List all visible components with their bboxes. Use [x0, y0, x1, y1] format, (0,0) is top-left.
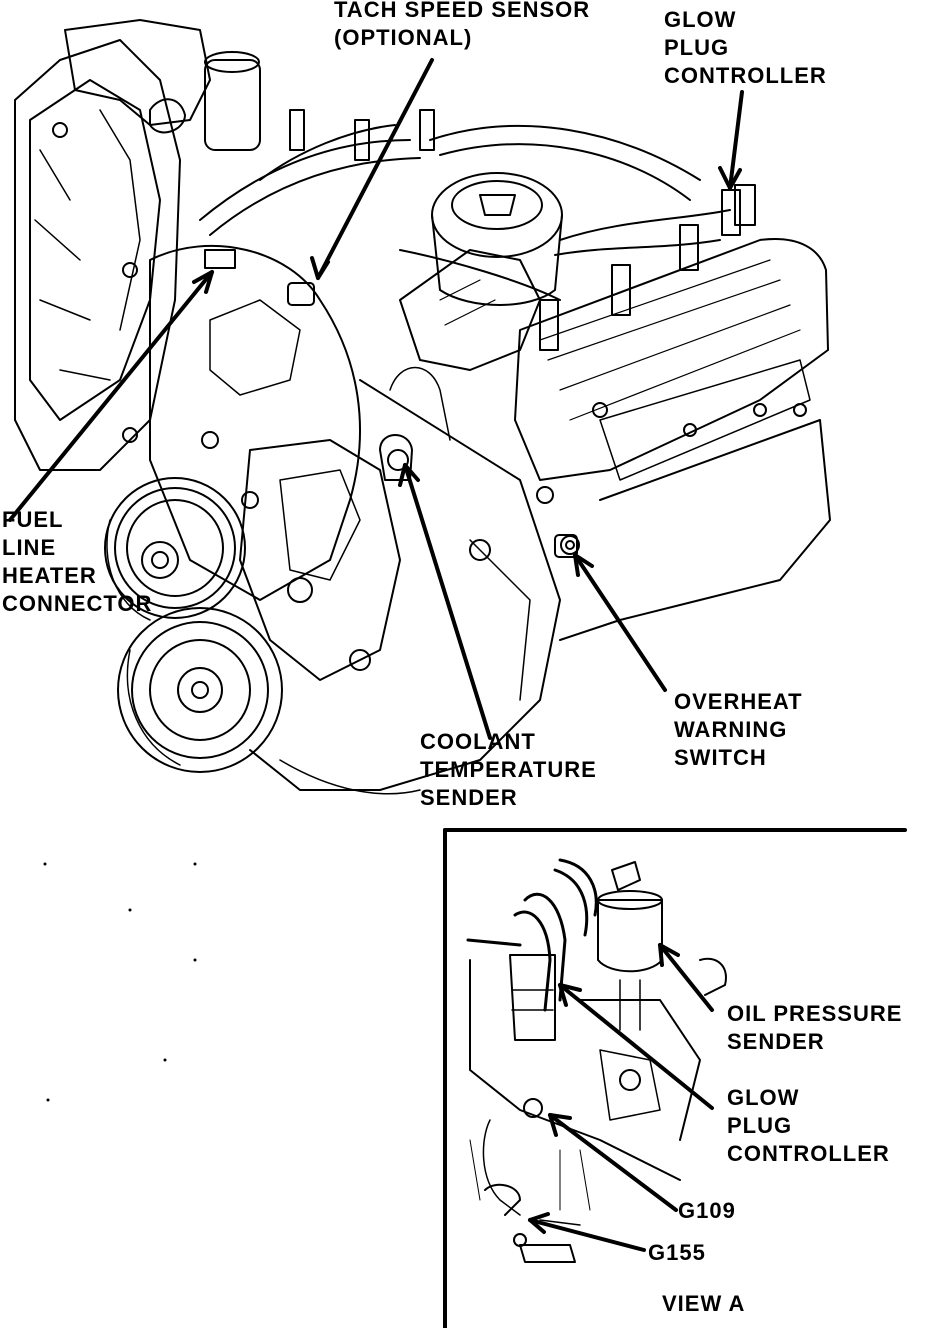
- fuel-label-line-4: CONNECTOR: [2, 591, 153, 616]
- coolant-temperature-sender-label: COOLANT TEMPERATURE SENDER: [420, 728, 597, 812]
- tach-label-line-2: (OPTIONAL): [334, 25, 473, 50]
- glow-label-line-2: PLUG: [664, 35, 730, 60]
- fuel-label-line-2: LINE: [2, 535, 57, 560]
- g155-text: G155: [648, 1240, 706, 1265]
- oil-pressure-sender-label: OIL PRESSURE SENDER: [727, 1000, 902, 1056]
- main-arrows: [8, 58, 744, 740]
- overheat-label-line-2: WARNING: [674, 717, 788, 742]
- inset-glow-label-line-2: PLUG: [727, 1113, 793, 1138]
- tach-label-line-1: TACH SPEED SENSOR: [334, 0, 591, 22]
- fuel-label-line-3: HEATER: [2, 563, 97, 588]
- inset-glow-label-line-1: GLOW: [727, 1085, 800, 1110]
- glow-plug-controller-label: GLOW PLUG CONTROLLER: [664, 6, 827, 90]
- oil-label-line-2: SENDER: [727, 1029, 825, 1054]
- inset-arrows: [528, 943, 714, 1252]
- g155-label: G155: [648, 1239, 706, 1267]
- view-a-text: VIEW A: [662, 1291, 746, 1316]
- fuel-label-line-1: FUEL: [2, 507, 64, 532]
- view-a-inset: [443, 828, 907, 1328]
- overheat-warning-switch-label: OVERHEAT WARNING SWITCH: [674, 688, 803, 772]
- coolant-label-line-2: TEMPERATURE: [420, 757, 597, 782]
- coolant-label-line-3: SENDER: [420, 785, 518, 810]
- stray-dots: [43, 862, 197, 1102]
- view-a-label: VIEW A: [662, 1290, 745, 1318]
- glow-label-line-1: GLOW: [664, 7, 737, 32]
- inset-glow-plug-controller-label: GLOW PLUG CONTROLLER: [727, 1084, 890, 1168]
- g109-label: G109: [678, 1197, 736, 1225]
- overheat-label-line-1: OVERHEAT: [674, 689, 803, 714]
- tach-speed-sensor-label: TACH SPEED SENSOR (OPTIONAL): [334, 0, 590, 52]
- coolant-label-line-1: COOLANT: [420, 729, 536, 754]
- fuel-line-heater-connector-label: FUEL LINE HEATER CONNECTOR: [2, 506, 152, 618]
- oil-label-line-1: OIL PRESSURE: [727, 1001, 903, 1026]
- overheat-label-line-3: SWITCH: [674, 745, 767, 770]
- g109-text: G109: [678, 1198, 736, 1223]
- inset-glow-label-line-3: CONTROLLER: [727, 1141, 890, 1166]
- glow-label-line-3: CONTROLLER: [664, 63, 827, 88]
- engine-illustration: [14, 19, 831, 795]
